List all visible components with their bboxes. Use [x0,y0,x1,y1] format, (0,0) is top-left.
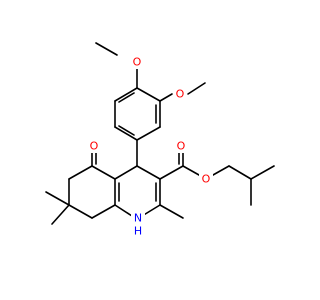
bond [159,93,173,102]
bond [136,126,161,141]
atom-label: O [177,140,186,153]
atom-label: O [90,140,99,153]
bond [68,204,93,219]
atom-label: H [134,225,142,238]
atom-label: O [202,173,211,186]
bond [114,87,138,102]
bond [45,191,70,206]
bond [91,204,116,219]
atom-o-methoxy-top: O [130,55,144,69]
bond [114,126,138,141]
bond [136,165,161,180]
bond [68,165,93,180]
bond [182,165,200,176]
bond [118,92,135,103]
atom-labels: O O O O O N H [87,55,213,238]
atom-o-methoxy-right: O [173,87,187,101]
atom-o-ester-carbonyl: O [174,139,188,153]
bond [212,165,230,176]
atom-o-ester-ether: O [199,172,213,186]
molecule-canvas: O O O O O N H [45,42,275,238]
atom-label: N [134,212,142,225]
bond [51,204,70,225]
bond [114,204,133,217]
structure-drawing: O O O O O N H [45,42,275,238]
bond [250,165,275,180]
bond [118,125,135,136]
bond [136,87,161,102]
atom-n-amine: N H [131,211,145,238]
bond [159,204,184,219]
bond [114,165,138,180]
bond [159,165,184,180]
bond [95,42,118,56]
bond [91,165,116,180]
bond [228,165,252,180]
bonds [45,42,275,225]
atom-label: O [133,56,142,69]
atom-label: O [176,88,185,101]
atom-o-ketone: O [87,139,101,153]
bond [187,82,206,95]
